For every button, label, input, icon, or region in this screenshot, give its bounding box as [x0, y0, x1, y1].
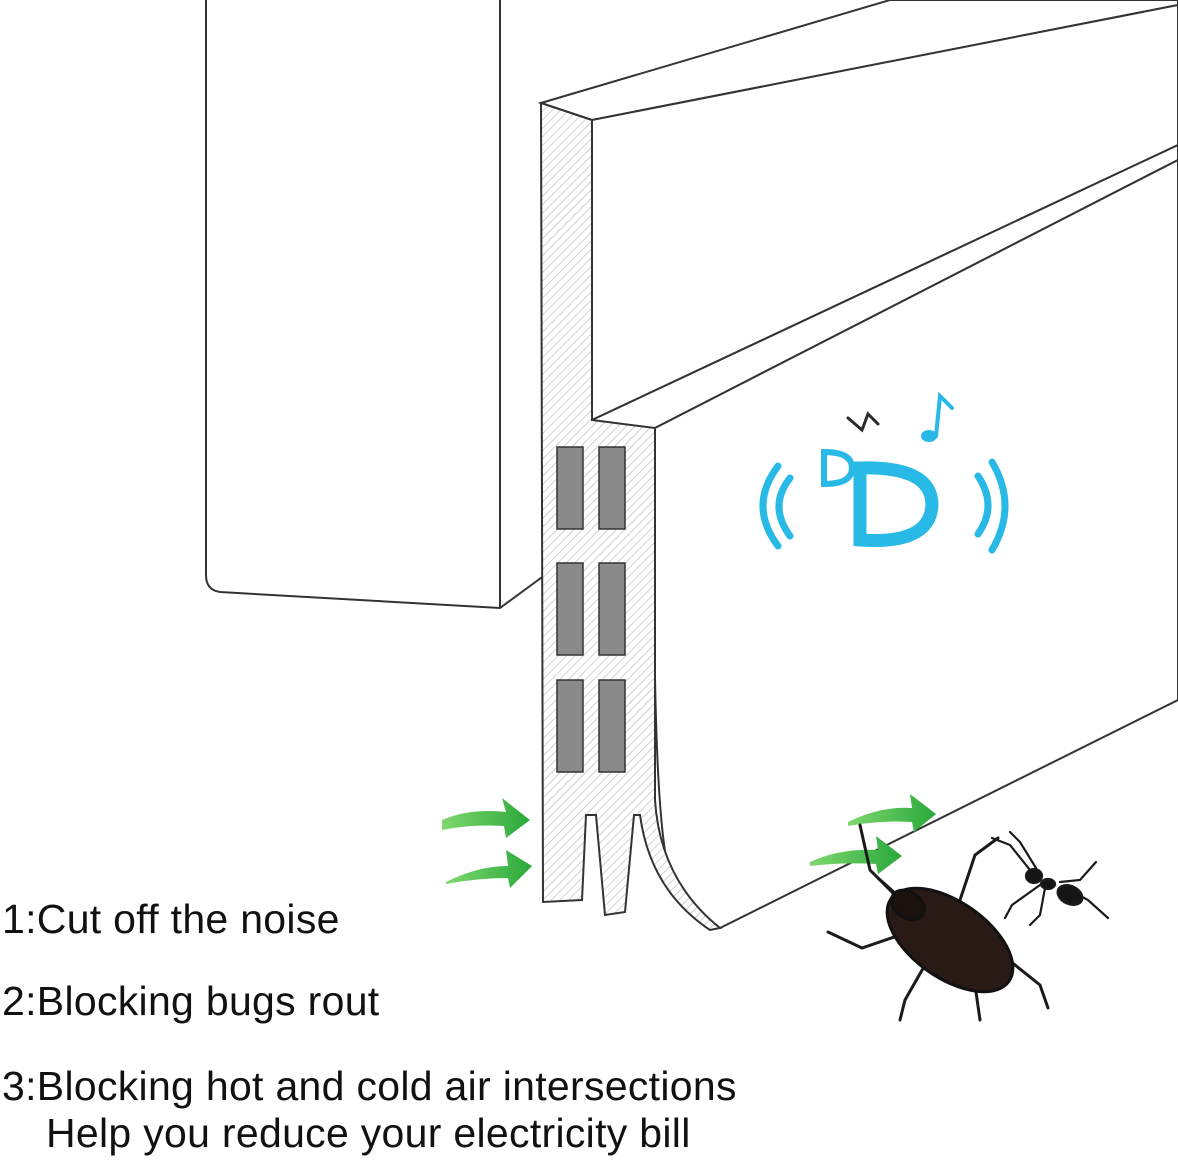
door-seal-strip-illustration: [537, 0, 1178, 932]
feature-noise-text: 1:Cut off the noise: [2, 896, 340, 942]
seal-chambers: [556, 446, 626, 773]
feature-noise: 1:Cut off the noise: [2, 896, 340, 943]
sound-wave-icon: [759, 411, 1009, 554]
music-note-icon: [921, 391, 954, 442]
feature-air: 3:Blocking hot and cold air intersection…: [2, 1063, 737, 1157]
ant-icon: [990, 830, 1110, 927]
feature-electricity-text: Help you reduce your electricity bill: [46, 1110, 691, 1157]
feature-air-text: 3:Blocking hot and cold air intersection…: [2, 1063, 737, 1109]
feature-bugs: 2:Blocking bugs rout: [2, 978, 380, 1025]
feature-bugs-text: 2:Blocking bugs rout: [2, 978, 380, 1024]
airflow-arrow-icon: [442, 794, 936, 888]
door-panel-illustration: [205, 0, 546, 610]
cockroach-icon: [826, 823, 1050, 1022]
